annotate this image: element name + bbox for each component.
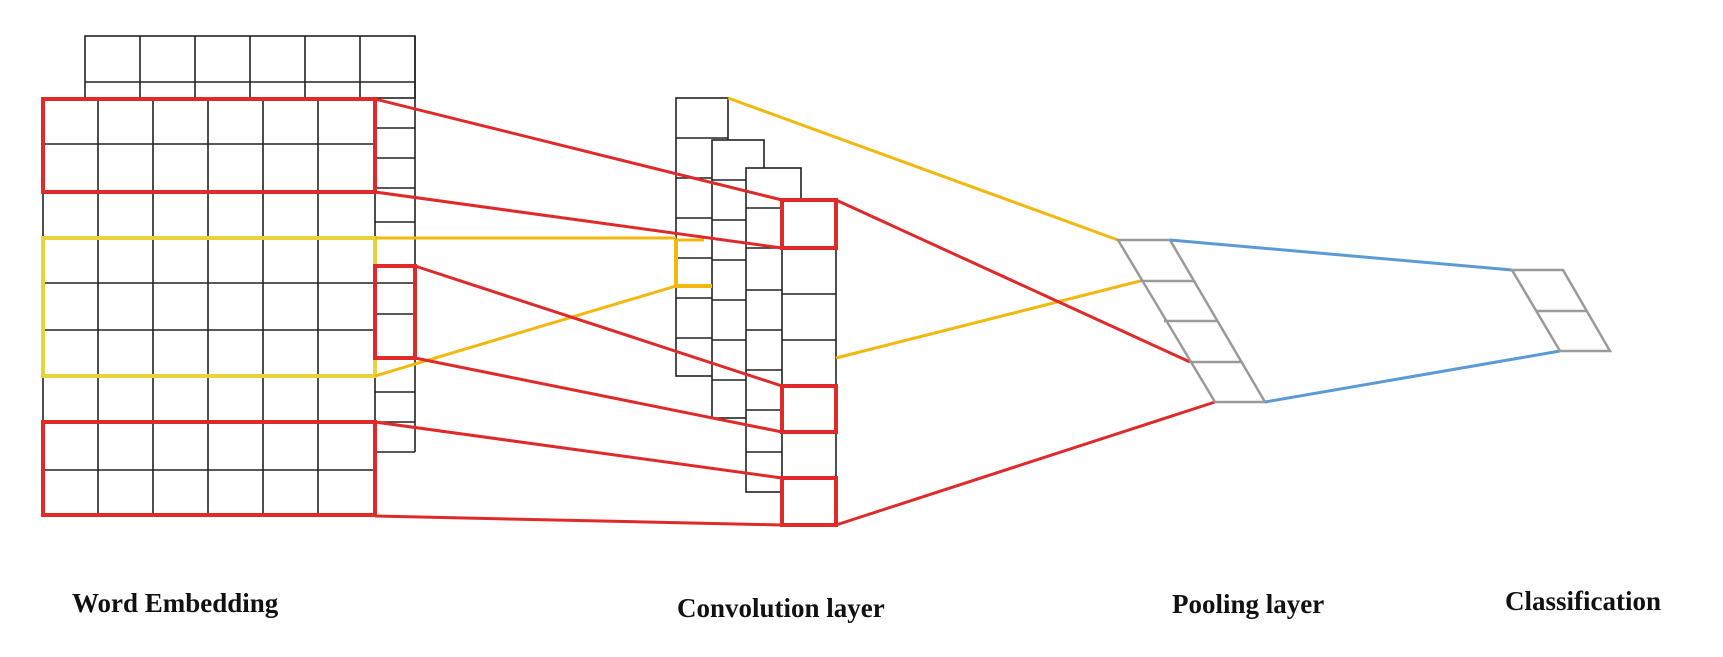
pooling-layer-label: Pooling layer — [1172, 589, 1325, 619]
classification-label: Classification — [1505, 586, 1662, 616]
embedding-filter-yellow — [41, 236, 377, 378]
conv-cell-red-1 — [780, 198, 838, 250]
embedding-front-grid — [42, 97, 376, 517]
pooling-to-classification-connections — [1169, 238, 1561, 404]
word-embedding-label: Word Embedding — [72, 588, 279, 618]
embedding-filter-red-top — [41, 97, 377, 194]
convolution-layer-label: Convolution layer — [677, 593, 885, 623]
embedding-filter-red-bottom — [41, 420, 377, 517]
conv-to-pooling-connections — [727, 96, 1216, 527]
feature-map-4 — [781, 199, 837, 527]
conv-cell-red-3 — [780, 476, 838, 527]
pooling-layer-vector — [1115, 238, 1268, 404]
word-embedding-matrix — [42, 35, 416, 517]
embedding-to-conv-connections — [374, 97, 783, 527]
classification-output — [1509, 268, 1613, 353]
conv-cell-red-2 — [780, 384, 838, 434]
embedding-filter-red-side — [373, 264, 417, 360]
convolution-feature-maps — [675, 97, 837, 527]
